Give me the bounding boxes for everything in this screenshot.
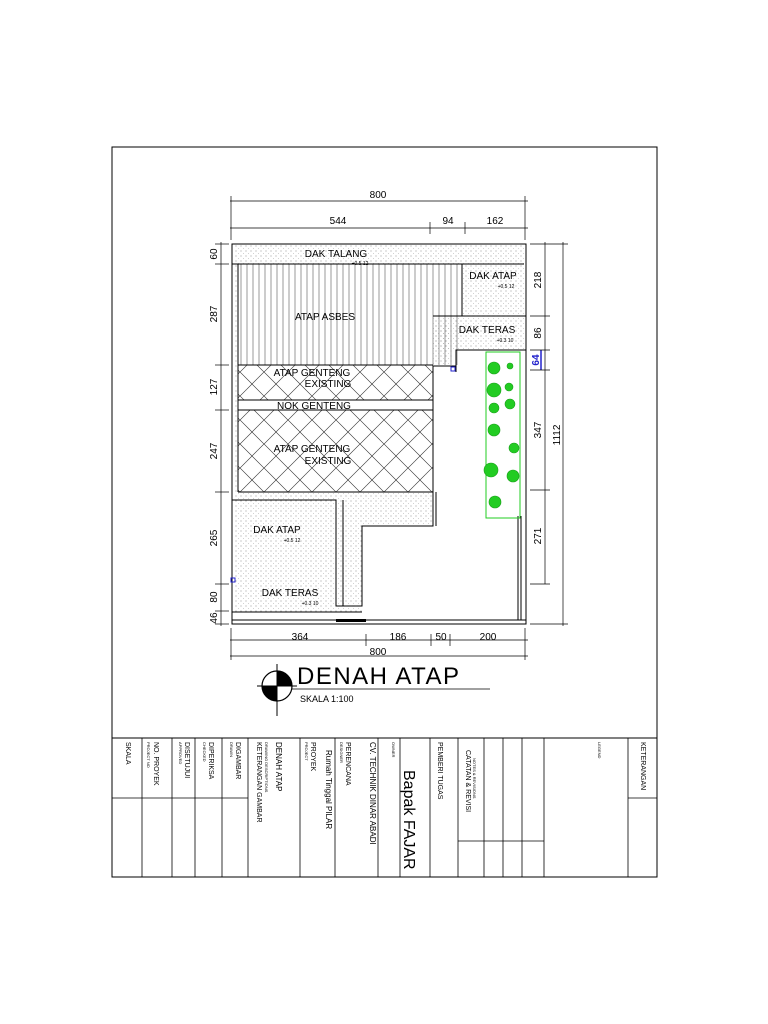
dak-talang-area (234, 244, 524, 264)
drawing-scale: SKALA 1:100 (300, 694, 354, 704)
dim-right-total: 1112 (552, 424, 563, 445)
tb-pemberi-tugas: PEMBERI TUGAS (436, 742, 443, 800)
dim-bottom-b: 186 (390, 632, 407, 643)
plant-icon (506, 362, 514, 370)
tb-perencana-value: CV. TECHNIK DINAR ABADI (368, 742, 377, 845)
dim-bottom-c: 50 (435, 632, 447, 643)
tb-owner-value: Bapak FAJAR (400, 770, 417, 870)
label-genteng-1: ATAP GENTENG (274, 368, 351, 379)
svg-text:+0.5 12: +0.5 12 (352, 261, 369, 267)
tb-digambar: DIGAMBAR (234, 742, 241, 779)
dim-left-5: 265 (209, 529, 220, 546)
plant-icon (504, 382, 514, 392)
plant-icon (488, 495, 502, 509)
plant-icon (487, 361, 501, 375)
tb-catatan: CATATAN & REVISI (464, 750, 471, 812)
atap-asbes-area (238, 264, 462, 365)
genteng-2-area (238, 410, 433, 492)
genteng-1-area (238, 365, 433, 400)
svg-text:+0.5 12: +0.5 12 (284, 538, 301, 544)
tb-perencana: PERENCANA (344, 742, 351, 786)
dim-left-1: 60 (209, 248, 220, 260)
dim-left-4: 247 (209, 442, 220, 459)
svg-text:APPROVED: APPROVED (178, 742, 183, 764)
svg-text:+0.3 10: +0.3 10 (302, 601, 319, 607)
tb-proyek: PROYEK (309, 742, 316, 772)
dim-bottom-total: 800 (370, 647, 387, 658)
dim-right-1: 218 (533, 271, 544, 288)
tb-proyek-value: Rumah Tinggal PILAR (324, 750, 333, 829)
tb-diperiksa: DIPERIKSA (207, 742, 214, 780)
plant-icon (487, 423, 501, 437)
plant-icon (488, 402, 500, 414)
svg-text:EXISTING: EXISTING (305, 456, 352, 467)
svg-text:OWNER: OWNER (391, 742, 396, 757)
label-dak-teras-top: DAK TERAS (459, 325, 516, 336)
label-dak-talang: DAK TALANG (305, 249, 368, 260)
label-atap-asbes: ATAP ASBES (295, 312, 355, 323)
dim-left-2: 287 (209, 305, 220, 322)
svg-text:+0.5 12: +0.5 12 (498, 284, 515, 290)
dim-right-4: 347 (533, 421, 544, 438)
svg-text:+0.3 10: +0.3 10 (497, 338, 514, 344)
plant-icon (508, 442, 520, 454)
dim-bottom-d: 200 (480, 632, 497, 643)
label-genteng-2: ATAP GENTENG (274, 444, 351, 455)
tb-skala: SKALA (124, 742, 131, 765)
tb-ket-gambar-value: DENAH ATAP (274, 742, 283, 792)
tb-keterangan: KETERANGAN (639, 742, 646, 790)
dim-top-a: 544 (330, 216, 347, 227)
drawing-title: DENAH ATAP (297, 663, 460, 690)
svg-text:DRAWN: DRAWN (229, 742, 234, 757)
svg-text:CHECKED: CHECKED (202, 742, 207, 762)
title-block: SKALA NO. PROYEK PROJECT NO DISETUJUI AP… (112, 737, 657, 877)
dak-atap-mid-area (234, 492, 433, 612)
plant-icon (486, 382, 502, 398)
label-nok-genteng: NOK GENTENG (277, 401, 351, 412)
svg-text:EXISTING: EXISTING (305, 379, 352, 390)
tb-no-proyek: NO. PROYEK (152, 742, 159, 786)
dim-top-c: 162 (487, 216, 504, 227)
roof-plan (234, 244, 524, 612)
plant-icon (483, 462, 499, 478)
label-dak-teras-bot: DAK TERAS (262, 588, 319, 599)
dim-top-total: 800 (370, 190, 387, 201)
label-dak-atap-mid: DAK ATAP (253, 525, 301, 536)
svg-text:PROJECT: PROJECT (304, 742, 309, 761)
nok-area (238, 400, 433, 410)
dim-bottom-a: 364 (292, 632, 309, 643)
dim-left-6: 80 (209, 591, 220, 603)
area-labels: DAK TALANG +0.5 12 DAK ATAP +0.5 12 ATAP… (253, 249, 517, 607)
svg-text:NOTES & REVISIONS: NOTES & REVISIONS (472, 758, 477, 799)
plant-icon (506, 469, 520, 483)
dimension-texts: 800 544 94 162 364 186 50 200 800 60 287… (209, 190, 563, 658)
dak-atap-top-area (462, 264, 524, 316)
tb-disetujui: DISETUJUI (183, 742, 190, 778)
dimension-lines (215, 196, 568, 660)
svg-text:LEGEND: LEGEND (597, 742, 602, 759)
garden (483, 351, 521, 519)
tb-ket-gambar: KETERANGAN GAMBAR (255, 742, 262, 823)
plant-icon (504, 398, 516, 410)
drawing-title-block: DENAH ATAP SKALA 1:100 (257, 663, 490, 716)
door-mark (336, 619, 366, 622)
dim-left-3: 127 (209, 378, 220, 395)
svg-text:DESIGNER: DESIGNER (339, 742, 344, 763)
plan-outline (231, 243, 527, 625)
dim-top-b: 94 (442, 216, 454, 227)
dim-left-7: 46 (209, 612, 220, 624)
dim-right-5: 271 (533, 527, 544, 544)
sheet-border (111, 146, 658, 878)
dim-right-2: 86 (533, 327, 544, 339)
svg-text:DRAWING DESCRIPTIONS: DRAWING DESCRIPTIONS (264, 742, 269, 793)
dim-right-3: 64 (531, 354, 542, 366)
label-dak-atap-top: DAK ATAP (469, 271, 517, 282)
svg-text:PROJECT NO: PROJECT NO (146, 742, 151, 768)
